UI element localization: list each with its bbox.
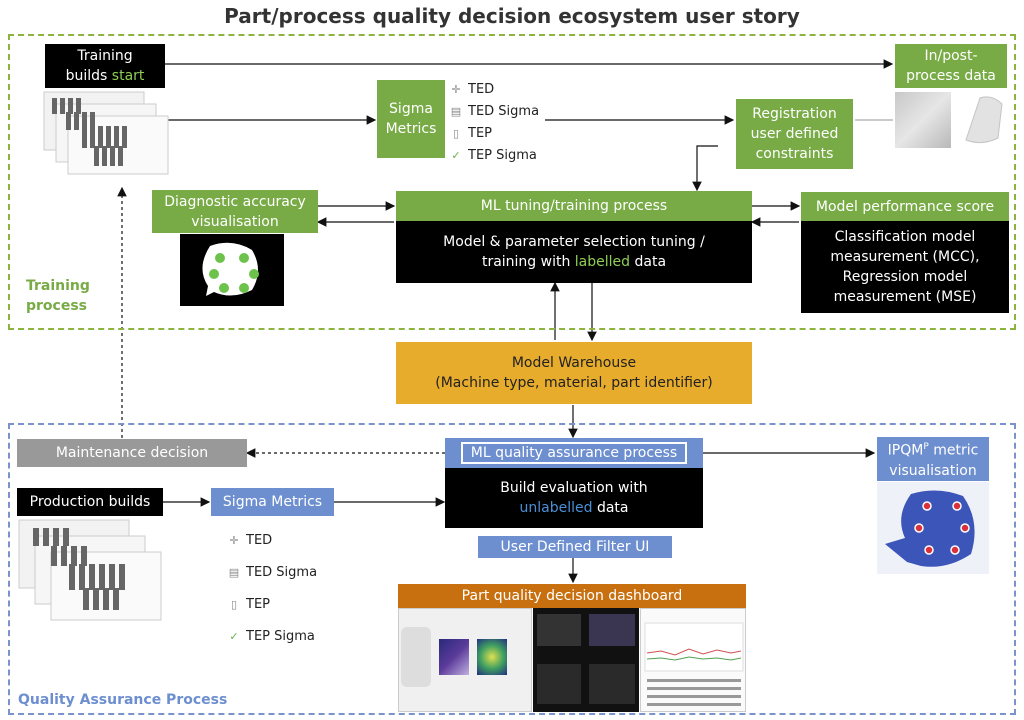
- diagram-title: Part/process quality decision ecosystem …: [224, 4, 800, 28]
- diagnostic-visualisation-image: [180, 234, 284, 306]
- dashboard-panel-images: [533, 608, 639, 712]
- dashboard-image-1: [537, 614, 581, 646]
- ted-icon: ✛: [451, 82, 461, 96]
- dashboard-image-3: [537, 664, 581, 704]
- metric-tep-sigma: ✓ TEP Sigma: [451, 147, 537, 163]
- qa-sigma-metrics-box: Sigma Metrics: [211, 488, 334, 516]
- model-selection-text: Model & parameter selection tuning / tra…: [443, 234, 705, 270]
- performance-measurement-box: Classification model measurement (MCC), …: [801, 221, 1009, 313]
- production-builds-box: Production builds: [17, 488, 163, 516]
- model-performance-score-box: Model performance score: [801, 192, 1009, 221]
- dashboard-trace-plot: [644, 622, 744, 706]
- arrow-registration-to-ml: [692, 145, 718, 192]
- dashboard-heatmap-1: [439, 639, 469, 675]
- training-metrics-list: ✛ TED ▤ TED Sigma ▯ TEP ✓ TEP Sigma: [450, 78, 560, 166]
- metric-ted-sigma: ▤ TED Sigma: [450, 103, 540, 119]
- training-builds-text: Training builds start: [65, 48, 145, 84]
- quality-assurance-region: [8, 423, 1016, 715]
- user-defined-filter-ui-box: User Defined Filter UI: [478, 536, 672, 558]
- ted-sigma-icon: ▤: [450, 104, 462, 118]
- metric-ted: ✛ TED: [451, 81, 495, 97]
- diagnostic-accuracy-box: Diagnostic accuracy visualisation: [152, 190, 318, 233]
- metric-tep: ▯ TEP: [450, 122, 560, 144]
- dashboard-image-2: [589, 614, 635, 646]
- qa-metric-ted: ✛ TED: [229, 532, 273, 548]
- ipqm-metric-label: IPQMP metric visualisation: [887, 442, 979, 479]
- maintenance-decision-box: Maintenance decision: [17, 439, 247, 467]
- qa-metric-tep-sigma: ✓ TEP Sigma: [229, 628, 315, 644]
- ml-tuning-process-box: ML tuning/training process: [396, 191, 752, 221]
- ipqm-visualisation-image: [877, 482, 989, 574]
- ipqm-metric-box: IPQMP metric visualisation: [877, 437, 989, 481]
- tep-icon: ▯: [452, 126, 460, 140]
- in-post-process-data-box: In/post- process data: [895, 44, 1007, 88]
- dashboard-sidebar-controls: [401, 627, 431, 687]
- dashboard-panel-controls: [398, 608, 532, 712]
- build-evaluation-text: Build evaluation with unlabelled data: [500, 480, 648, 516]
- ted-sigma-icon: ▤: [228, 565, 240, 579]
- model-selection-box: Model & parameter selection tuning / tra…: [396, 221, 752, 283]
- training-builds-thumbnail: [43, 91, 169, 175]
- model-warehouse-box: Model Warehouse (Machine type, material,…: [396, 342, 752, 404]
- dashboard-panel-plot: [640, 608, 746, 712]
- registration-box: Registration user defined constraints: [736, 99, 853, 169]
- part-quality-dashboard-box: Part quality decision dashboard: [398, 584, 746, 608]
- qa-metrics-list: ✛ TED ▤ TED Sigma ▯ TEP ✓ TEP Sigma: [228, 524, 358, 652]
- production-builds-thumbnail: [18, 519, 162, 621]
- tep-icon: ▯: [230, 597, 238, 611]
- tep-sigma-icon: ✓: [229, 629, 239, 643]
- ml-quality-assurance-box: ML quality assurance process: [445, 438, 703, 468]
- sigma-metrics-box: Sigma Metrics: [377, 80, 445, 158]
- part-scan-image: [965, 96, 1003, 144]
- quality-assurance-label: Quality Assurance Process: [18, 692, 228, 708]
- ml-quality-assurance-label: ML quality assurance process: [460, 442, 688, 464]
- training-builds-box: Training builds start: [45, 44, 165, 88]
- qa-metric-tep: ▯ TEP: [228, 588, 358, 620]
- dashboard-heatmap-2: [477, 639, 507, 675]
- training-process-region: [8, 34, 1016, 330]
- build-evaluation-box: Build evaluation with unlabelled data: [445, 468, 703, 528]
- process-data-image: [895, 92, 951, 148]
- dashboard-image-4: [589, 664, 635, 704]
- ted-icon: ✛: [229, 533, 239, 547]
- training-process-label: Training process: [26, 278, 90, 314]
- tep-sigma-icon: ✓: [451, 148, 461, 162]
- qa-metric-ted-sigma: ▤ TED Sigma: [228, 564, 318, 580]
